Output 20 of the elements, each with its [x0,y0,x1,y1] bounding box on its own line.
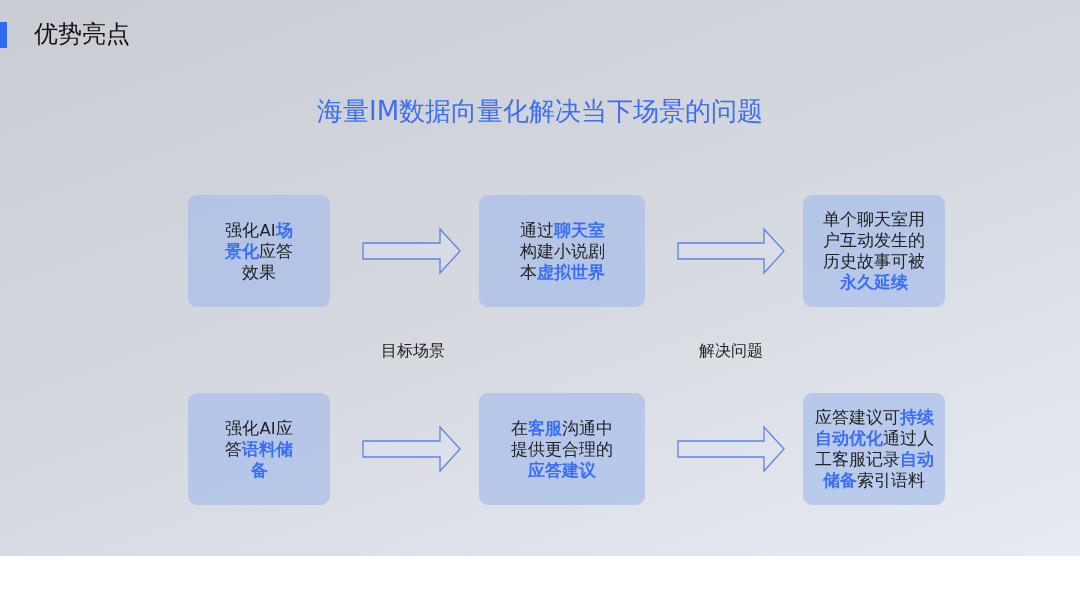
card-text: 应答建议可持续自动优化通过人工客服记录自动储备索引语料 [813,407,935,491]
card-text: 强化AI应答语料储备 [225,417,293,481]
text-card [803,393,945,505]
text-card [803,195,945,307]
block-arrow [362,425,461,473]
text-card [479,393,645,505]
card-text: 单个聊天室用户互动发生的历史故事可被永久延续 [822,209,926,293]
text-card [188,393,330,505]
card-text: 在客服沟通中提供更合理的应答建议 [511,417,613,481]
card-text: 强化AI场景化应答效果 [225,219,293,283]
text-card [188,195,330,307]
block-arrow [677,425,785,473]
slide-title: 优势亮点 [34,19,130,50]
block-arrow [362,227,461,275]
heading: 海量IM数据向量化解决当下场景的问题 [317,95,764,128]
text-card [479,195,645,307]
section-label: 目标场景 [381,341,445,362]
section-label: 解决问题 [699,341,763,362]
card-text: 通过聊天室构建小说剧本虚拟世界 [519,219,605,283]
block-arrow [677,227,785,275]
